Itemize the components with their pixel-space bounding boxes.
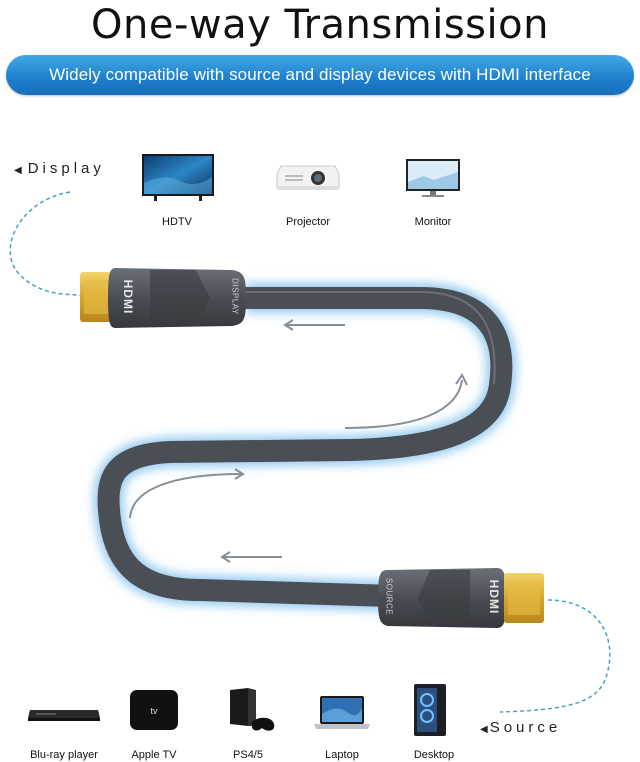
bluray-player-icon (28, 710, 100, 721)
device-label-bluray: Blu-ray player (30, 749, 98, 761)
playstation-icon (230, 688, 275, 731)
connector-side-text-source: SOURCE (384, 577, 394, 616)
triangle-left-icon: ◀ (480, 724, 490, 735)
hdmi-logo-display: HDMI (121, 279, 135, 315)
apple-tv-icon: tv (130, 690, 178, 730)
connector-side-text-display: DISPLAY (230, 278, 240, 315)
hdmi-connector-display (80, 268, 246, 328)
hdmi-connector-source (378, 568, 544, 628)
desktop-tower-icon (414, 684, 446, 736)
monitor-icon (406, 159, 460, 197)
flow-arrow (220, 551, 282, 563)
svg-text:tv: tv (150, 706, 158, 716)
cable (97, 287, 513, 607)
flow-arrow (344, 373, 468, 429)
device-label-apple-tv: Apple TV (131, 749, 177, 761)
display-leader-line (9, 191, 91, 296)
tv-icon (142, 154, 214, 201)
device-label-monitor: Monitor (414, 216, 452, 228)
flow-arrow (283, 319, 345, 331)
device-label-desktop: Desktop (413, 749, 455, 761)
flow-arrow (129, 468, 245, 519)
triangle-left-icon: ◀ (14, 165, 28, 176)
device-label-projector: Projector (285, 216, 331, 228)
display-label: ◀Display (14, 160, 105, 177)
source-label: ◀Source (480, 719, 562, 736)
device-label-hdtv: HDTV (162, 216, 192, 228)
device-label-ps: PS4/5 (233, 749, 263, 761)
laptop-icon (314, 696, 370, 729)
page-title: One-way Transmission (91, 2, 549, 48)
compatibility-banner: Widely compatible with source and displa… (6, 55, 634, 95)
hdmi-logo-source: HDMI (487, 579, 501, 615)
device-label-laptop: Laptop (325, 749, 359, 761)
projector-icon (276, 165, 340, 190)
